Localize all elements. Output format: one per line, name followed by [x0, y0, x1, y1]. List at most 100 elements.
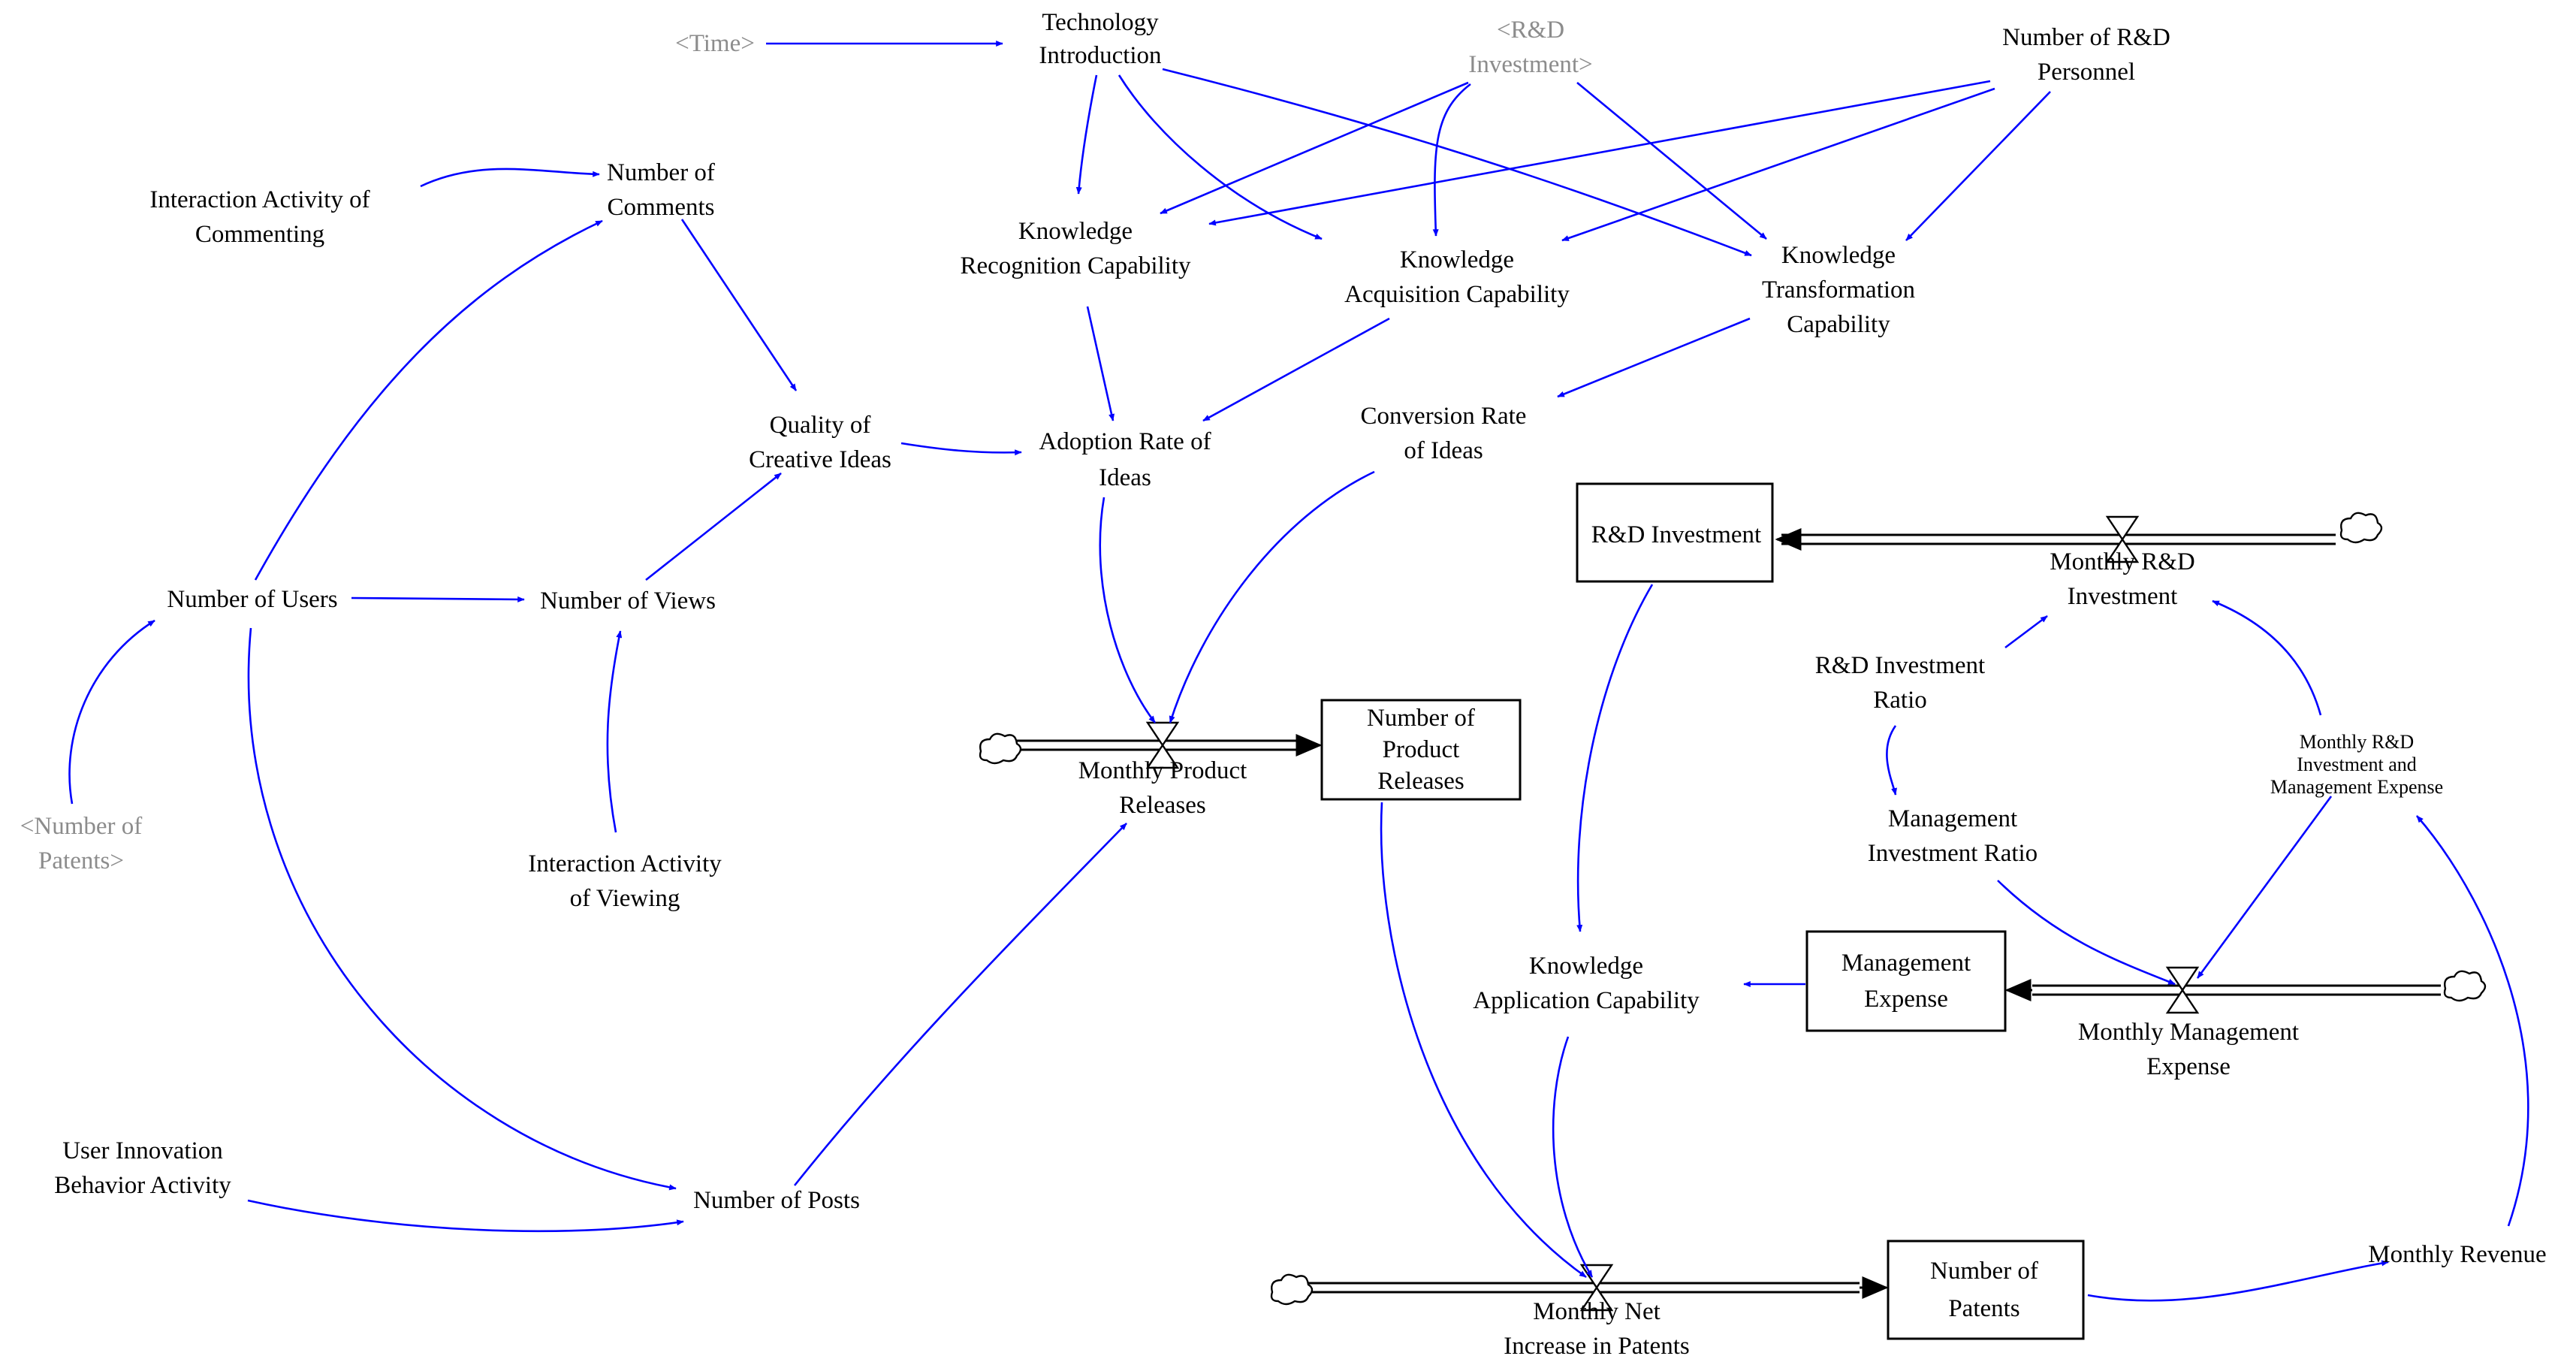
var-number-of-rd-personnel: Number of R&D Personnel: [2002, 24, 2170, 86]
cloud-icons: [979, 512, 2487, 1306]
var-knowledge-recognition-line2: Recognition Capability: [960, 252, 1191, 279]
shadow-number-of-patents-line1: <Number of: [20, 813, 143, 840]
var-number-of-rd-personnel-line1: Number of R&D: [2002, 24, 2170, 51]
var-knowledge-recognition-line1: Knowledge: [1018, 218, 1133, 245]
flow-monthly-rd-investment-line2: Investment: [2068, 583, 2178, 610]
shadow-time: <Time>: [675, 30, 755, 57]
var-conversion-rate-of-ideas-line2: of Ideas: [1404, 437, 1483, 464]
var-number-of-users: Number of Users: [167, 586, 337, 613]
shadow-number-of-patents: <Number of Patents>: [20, 813, 143, 874]
var-adoption-rate-of-ideas-line2: Ideas: [1099, 464, 1151, 491]
valve-icons: [1145, 515, 2200, 1312]
stock-number-of-patents: Number of Patents: [1930, 1258, 2038, 1322]
cloud-icon: [2443, 970, 2487, 1002]
flow-monthly-net-increase-patents-line2: Increase in Patents: [1504, 1333, 1689, 1360]
flow-monthly-product-releases-line2: Releases: [1119, 792, 1205, 819]
var-knowledge-transformation-line2: Transformation: [1762, 276, 1915, 304]
shadow-rd-investment-line1: <R&D: [1497, 17, 1564, 44]
var-knowledge-application-line1: Knowledge: [1529, 953, 1643, 980]
flow-monthly-management-expense-line2: Expense: [2146, 1053, 2231, 1080]
var-knowledge-application-line2: Application Capability: [1473, 987, 1700, 1014]
valve-icon: [1145, 721, 1180, 769]
var-monthly-rd-and-mgmt-expense: Monthly R&D Investment and Management Ex…: [2270, 731, 2443, 798]
flow-monthly-net-increase-patents: Monthly Net Increase in Patents: [1504, 1298, 1689, 1360]
var-knowledge-acquisition-line1: Knowledge: [1400, 246, 1514, 273]
var-adoption-rate-of-ideas-line1: Adoption Rate of: [1039, 428, 1211, 455]
flow-monthly-rd-investment-line1: Monthly R&D: [2050, 548, 2194, 575]
valve-icon: [2105, 515, 2140, 563]
var-conversion-rate-of-ideas-line1: Conversion Rate: [1361, 403, 1527, 430]
shadow-number-of-patents-line2: Patents>: [38, 847, 124, 874]
var-number-of-posts: Number of Posts: [693, 1187, 860, 1214]
var-management-investment-ratio-line1: Management: [1888, 805, 2017, 832]
causal-links: [68, 41, 2529, 1302]
var-number-of-comments-line2: Comments: [607, 194, 714, 221]
var-knowledge-acquisition: Knowledge Acquisition Capability: [1344, 246, 1570, 308]
flow-monthly-rd-investment: Monthly R&D Investment: [2050, 548, 2194, 610]
var-interaction-activity-commenting-line1: Interaction Activity of: [149, 186, 370, 213]
var-monthly-rd-and-mgmt-expense-line2: Investment and: [2297, 753, 2417, 775]
stock-management-expense: Management Expense: [1842, 950, 1971, 1013]
var-conversion-rate-of-ideas: Conversion Rate of Ideas: [1361, 403, 1527, 464]
flow-monthly-net-increase-patents-line1: Monthly Net: [1533, 1298, 1661, 1325]
stock-number-of-patents-line2: Patents: [1948, 1295, 2019, 1322]
var-number-of-rd-personnel-line2: Personnel: [2038, 59, 2135, 86]
stock-number-of-product-releases: Number of Product Releases: [1367, 705, 1475, 795]
var-knowledge-transformation-line1: Knowledge: [1781, 242, 1896, 269]
var-number-of-comments: Number of Comments: [607, 159, 715, 221]
stock-product-releases-line3: Releases: [1377, 768, 1464, 795]
var-monthly-rd-and-mgmt-expense-line1: Monthly R&D: [2300, 731, 2414, 753]
shadow-rd-investment-line2: Investment>: [1468, 51, 1592, 78]
var-user-innovation-behavior-line2: Behavior Activity: [54, 1172, 231, 1199]
var-management-investment-ratio-line2: Investment Ratio: [1868, 840, 2038, 867]
var-quality-of-creative-ideas: Quality of Creative Ideas: [749, 412, 891, 473]
var-interaction-activity-viewing-line1: Interaction Activity: [528, 850, 722, 877]
shadow-time-label: <Time>: [675, 30, 755, 57]
var-number-of-views: Number of Views: [540, 587, 716, 615]
var-monthly-revenue-label: Monthly Revenue: [2368, 1241, 2546, 1268]
var-knowledge-recognition: Knowledge Recognition Capability: [960, 218, 1191, 279]
var-quality-of-creative-ideas-line1: Quality of: [770, 412, 871, 439]
var-knowledge-transformation-line3: Capability: [1787, 311, 1890, 338]
flow-monthly-product-releases: Monthly Product Releases: [1078, 757, 1247, 819]
shadow-rd-investment: <R&D Investment>: [1468, 17, 1592, 78]
var-interaction-activity-viewing-line2: of Viewing: [570, 885, 680, 912]
var-monthly-rd-and-mgmt-expense-line3: Management Expense: [2270, 776, 2443, 798]
var-number-of-users-label: Number of Users: [167, 586, 337, 613]
stocks: [1320, 482, 2085, 1340]
var-technology-introduction: Technology Introduction: [1039, 9, 1161, 69]
stock-product-releases-line1: Number of: [1367, 705, 1475, 732]
stock-rd-investment-label: R&D Investment: [1591, 521, 1761, 548]
var-knowledge-application: Knowledge Application Capability: [1473, 953, 1700, 1014]
var-rd-investment-ratio: R&D Investment Ratio: [1815, 652, 1985, 714]
var-interaction-activity-commenting-line2: Commenting: [195, 221, 324, 248]
var-quality-of-creative-ideas-line2: Creative Ideas: [749, 446, 891, 473]
var-interaction-activity-viewing: Interaction Activity of Viewing: [528, 850, 722, 912]
cloud-icon: [2339, 512, 2383, 544]
var-number-of-views-label: Number of Views: [540, 587, 716, 615]
var-technology-introduction-line2: Introduction: [1039, 42, 1161, 69]
stock-rd-investment-box: [1576, 482, 1774, 583]
var-user-innovation-behavior-line1: User Innovation: [62, 1137, 223, 1164]
valve-icon: [2165, 966, 2200, 1014]
var-interaction-activity-commenting: Interaction Activity of Commenting: [149, 186, 370, 248]
var-knowledge-acquisition-line2: Acquisition Capability: [1344, 281, 1570, 308]
stock-rd-investment: R&D Investment: [1591, 521, 1761, 548]
flow-pipes: [1012, 528, 2441, 1299]
flow-monthly-product-releases-line1: Monthly Product: [1078, 757, 1247, 784]
var-number-of-comments-line1: Number of: [607, 159, 715, 186]
stock-number-of-patents-line1: Number of: [1930, 1258, 2038, 1285]
stock-management-expense-box: [1805, 930, 2007, 1032]
var-monthly-revenue: Monthly Revenue: [2368, 1241, 2546, 1268]
stock-management-expense-line2: Expense: [1864, 986, 1948, 1013]
flow-monthly-management-expense-line1: Monthly Management: [2078, 1019, 2299, 1046]
cloud-icon: [1270, 1273, 1314, 1306]
stock-number-of-patents-box: [1887, 1240, 2085, 1340]
stock-management-expense-line1: Management: [1842, 950, 1971, 977]
flow-monthly-management-expense: Monthly Management Expense: [2078, 1019, 2299, 1080]
var-rd-investment-ratio-line1: R&D Investment: [1815, 652, 1985, 679]
var-management-investment-ratio: Management Investment Ratio: [1868, 805, 2038, 867]
var-technology-introduction-line1: Technology: [1042, 9, 1159, 36]
var-user-innovation-behavior: User Innovation Behavior Activity: [54, 1137, 231, 1199]
